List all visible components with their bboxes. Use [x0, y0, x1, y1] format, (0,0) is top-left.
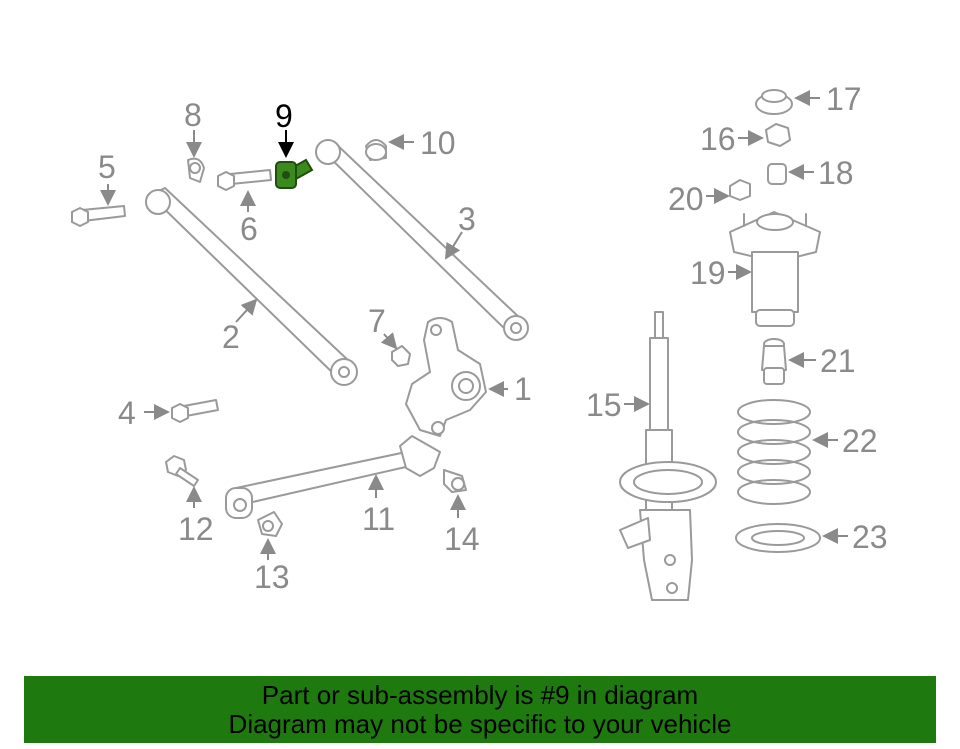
part-5-bolt[interactable] — [71, 205, 126, 227]
banner-line-part: Part or sub-assembly is #9 in diagram — [261, 679, 699, 710]
callout-9: 9 — [275, 98, 293, 134]
part-7-nut[interactable] — [391, 345, 411, 367]
callout-21: 21 — [820, 343, 856, 379]
callout-1: 1 — [514, 371, 532, 407]
callout-5: 5 — [98, 149, 116, 185]
part-11-link[interactable] — [225, 435, 441, 519]
part-9-highlighted-bushing[interactable] — [275, 158, 314, 189]
callout-13: 13 — [254, 559, 290, 595]
part-14-bushing[interactable] — [443, 469, 467, 493]
part-4-bolt[interactable] — [171, 399, 219, 423]
part-22-spring[interactable] — [737, 399, 811, 505]
parts-diagram: 9 1 2 3 4 5 6 7 8 10 11 12 13 14 15 16 1 — [71, 81, 888, 601]
callout-16: 16 — [700, 121, 736, 157]
callout-2: 2 — [222, 319, 240, 355]
callout-17: 17 — [826, 81, 862, 117]
callout-4: 4 — [118, 395, 136, 431]
part-10-cap[interactable] — [365, 139, 387, 161]
part-21-bump-stop[interactable] — [761, 338, 787, 385]
callout-14: 14 — [444, 521, 480, 557]
info-banner: Part or sub-assembly is #9 in diagram Di… — [24, 676, 936, 743]
part-17-cap[interactable] — [755, 89, 793, 115]
callout-11: 11 — [362, 501, 395, 537]
part-20-nut[interactable] — [729, 179, 751, 201]
part-3-upper-arm[interactable] — [315, 139, 529, 341]
part-18-spacer[interactable] — [767, 163, 787, 185]
part-1-knuckle[interactable] — [405, 317, 487, 437]
callout-7: 7 — [368, 303, 386, 339]
part-15-strut[interactable] — [619, 311, 717, 601]
callout-6: 6 — [240, 211, 258, 247]
part-23-seat[interactable] — [735, 523, 821, 553]
part-2-lower-arm[interactable] — [145, 187, 358, 386]
part-6-bolt[interactable] — [217, 169, 272, 191]
callout-8: 8 — [184, 97, 202, 133]
part-19-mount[interactable] — [729, 211, 821, 327]
part-16-nut[interactable] — [765, 123, 791, 147]
banner-line-disclaimer: Diagram may not be specific to your vehi… — [228, 708, 732, 739]
callout-15: 15 — [586, 387, 622, 423]
part-13-nut[interactable] — [257, 511, 283, 537]
part-8-clip[interactable] — [187, 157, 205, 183]
part-12-bolt[interactable] — [165, 455, 199, 487]
callout-12: 12 — [178, 511, 214, 547]
callout-20: 20 — [668, 181, 704, 217]
callout-19: 19 — [690, 255, 726, 291]
callout-23: 23 — [852, 519, 888, 555]
callout-22: 22 — [842, 423, 878, 459]
callout-10: 10 — [420, 125, 456, 161]
callout-18: 18 — [818, 155, 854, 191]
callout-3: 3 — [458, 201, 476, 237]
callouts: 9 1 2 3 4 5 6 7 8 10 11 12 13 14 15 16 1 — [98, 81, 888, 595]
